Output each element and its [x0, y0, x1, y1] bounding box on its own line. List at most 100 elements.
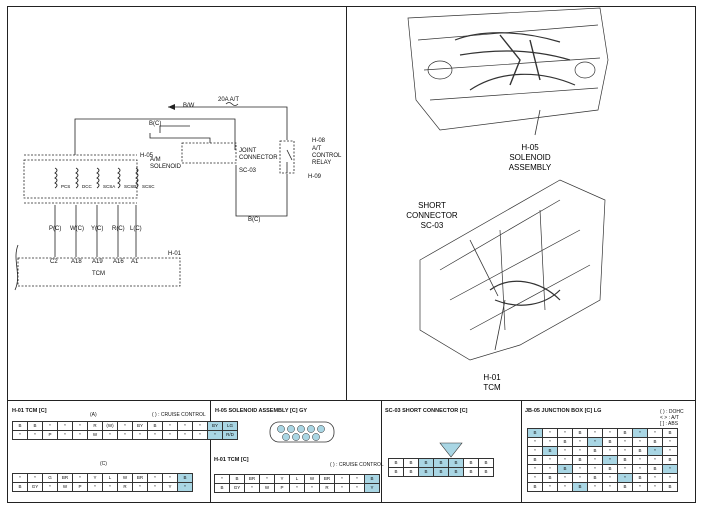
connector-pin: B	[572, 428, 588, 438]
solenoid-connector-pin	[277, 425, 285, 433]
connector-pin: *	[557, 455, 573, 465]
connector-pin: *	[602, 482, 618, 492]
short-panel-title: SC-03 SHORT CONNECTOR [C]	[385, 408, 468, 414]
connector-pin: *	[349, 474, 365, 484]
junction-panel-title: JB-05 JUNCTION BOX [C] LG	[525, 408, 602, 414]
connector-pin: L	[102, 473, 118, 483]
connector-pin: B	[388, 458, 404, 468]
connector-pin: *	[542, 437, 558, 447]
connector-pin: *	[42, 421, 58, 431]
connector-pin: *	[304, 483, 320, 493]
solenoid-connector-face	[269, 421, 335, 443]
connector-pin: W	[259, 483, 275, 493]
connector-pin: Y	[162, 482, 178, 492]
connector-row: B**B**B**B	[527, 482, 678, 492]
connector-pin: B	[602, 464, 618, 474]
connector-pin: B	[617, 455, 633, 465]
joint-connector-label-2: CONNECTOR	[239, 155, 278, 161]
connector-pin: B	[542, 473, 558, 483]
connector-pin: *	[662, 446, 678, 456]
connector-pin: *	[527, 446, 543, 456]
connector-pin: *	[132, 482, 148, 492]
connector-pin: R	[319, 483, 335, 493]
connector-pin: B	[527, 428, 543, 438]
connector-pin: *	[587, 428, 603, 438]
connector-pin: *	[617, 446, 633, 456]
tcm-pin-label: A19	[92, 259, 103, 265]
tcm-connector-code: H-01	[168, 251, 182, 257]
connector-pin: B	[542, 446, 558, 456]
solenoid-connector-pin	[297, 425, 305, 433]
connector-pin: *	[177, 482, 193, 492]
connector-pin: B	[448, 467, 464, 477]
connector-pin: *	[289, 483, 305, 493]
connector-pin: Y	[87, 473, 103, 483]
connector-pin: *	[602, 446, 618, 456]
connector-pin: *	[632, 455, 648, 465]
short-connector-caption-2: CONNECTOR	[406, 211, 458, 220]
connector-pin: *	[27, 430, 43, 440]
connector-pin: B	[418, 458, 434, 468]
connector-pin: *	[632, 437, 648, 447]
connector-pin: Y	[274, 474, 290, 484]
connector-pin: W	[87, 430, 103, 440]
wire-left-label: B(C)	[149, 121, 162, 127]
solenoid-connector-pin	[317, 425, 325, 433]
connector-pin: B	[403, 458, 419, 468]
connector-pin: B	[147, 421, 163, 431]
solenoid-coil	[54, 167, 58, 189]
connector-pin: *	[542, 455, 558, 465]
wire-color-label: L(C)	[130, 226, 142, 232]
connector-pin: BR	[319, 474, 335, 484]
connector-pin: *	[192, 421, 208, 431]
solenoid-name: SCSC	[142, 184, 155, 189]
solenoid-coil	[96, 167, 100, 189]
connector-pin: *	[72, 473, 88, 483]
schematic	[14, 102, 295, 291]
connector-pin: B	[617, 482, 633, 492]
connector-pin: W	[117, 473, 133, 483]
connector-pin: B	[388, 467, 404, 477]
connector-pin: B	[433, 458, 449, 468]
connector-pin: *	[647, 428, 663, 438]
connector-pin: *	[177, 421, 193, 431]
solenoid-panel-note: ( ) : CRUISE CONTROL	[330, 462, 384, 468]
connector-pin: *	[662, 473, 678, 483]
wire-color-label: P(C)	[49, 226, 62, 232]
connector-pin: B	[214, 483, 230, 493]
connector-pin: *	[617, 464, 633, 474]
connector-pin: *	[527, 437, 543, 447]
solenoid-panel-title: H-05 SOLENOID ASSEMBLY [C] GY	[215, 408, 308, 414]
connector-row: *B**B**B**	[527, 446, 678, 456]
connector-pin: Y	[364, 483, 380, 493]
short-connector-caption-1: SHORT	[418, 201, 446, 210]
connector-pin: *	[147, 482, 163, 492]
joint-code: SC-03	[239, 168, 257, 174]
connector-pin: LG	[222, 421, 238, 431]
connector-pin: *	[527, 464, 543, 474]
solenoid-connector-pin	[287, 425, 295, 433]
connector-pin: *	[587, 437, 603, 447]
wire-color-label: R(C)	[112, 226, 125, 232]
solenoid-name: SCSB	[124, 184, 136, 189]
connector-pin: *	[647, 482, 663, 492]
connector-pin: B	[572, 455, 588, 465]
connector-pin: *	[214, 474, 230, 484]
junction-note-3: [ ] : ABS	[660, 421, 679, 427]
connector-pin: B	[448, 458, 464, 468]
connector-pin: BR	[57, 473, 73, 483]
relay-label-2: CONTROL	[312, 153, 342, 159]
connector-pin: *	[647, 455, 663, 465]
connector-pin: *	[72, 421, 88, 431]
connector-pin: *	[192, 430, 208, 440]
solenoid-connector-pin	[312, 433, 320, 441]
connector-pin: B	[662, 482, 678, 492]
connector-pin: *	[602, 428, 618, 438]
connector-pin: B	[463, 458, 479, 468]
tcm-group-a: (A)	[90, 412, 97, 418]
connector-pin: P	[42, 430, 58, 440]
